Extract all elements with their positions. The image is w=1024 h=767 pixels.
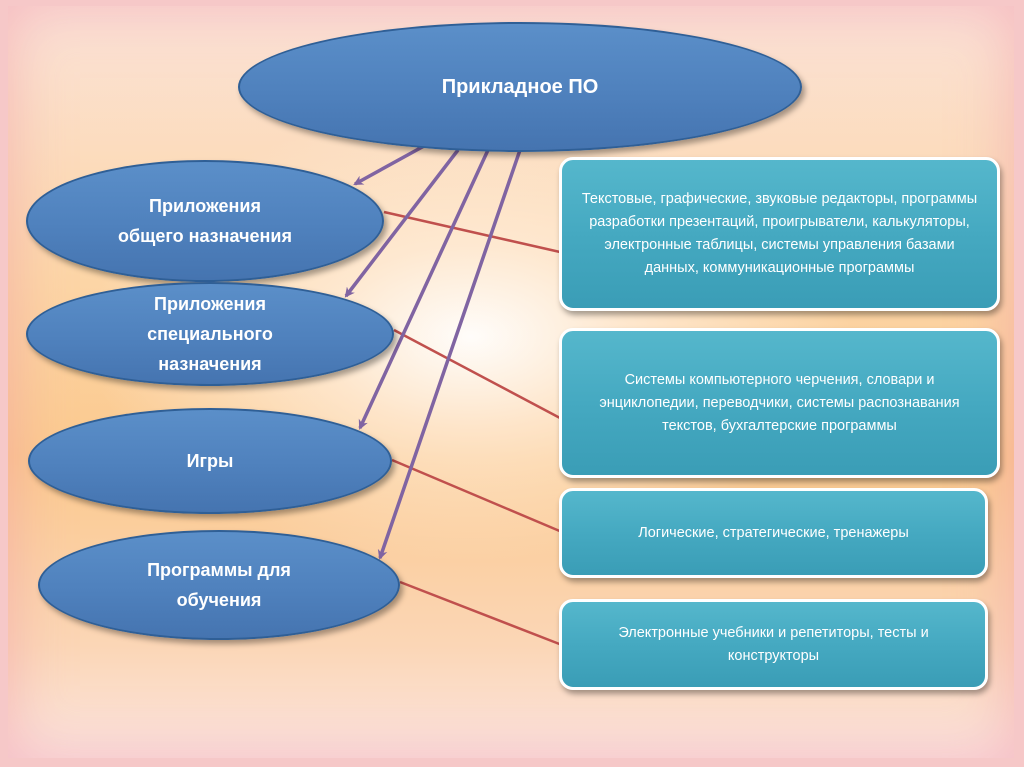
description-box-games: Логические, стратегические, тренажеры <box>559 488 988 578</box>
category-node-special: Приложения специального назначения <box>26 282 394 386</box>
description-box-special: Системы компьютерного черчения, словари … <box>559 328 1000 478</box>
category-label: Игры <box>186 451 234 471</box>
description-box-education: Электронные учебники и репетиторы, тесты… <box>559 599 988 690</box>
description-text: Системы компьютерного черчения, словари … <box>599 371 960 434</box>
category-label: Программы для обучения <box>147 560 291 610</box>
category-node-games: Игры <box>28 408 392 514</box>
description-text: Текстовые, графические, звуковые редакто… <box>581 191 978 276</box>
category-label: Приложения специального назначения <box>147 294 273 374</box>
root-node: Прикладное ПО <box>238 22 802 152</box>
category-node-general: Приложения общего назначения <box>26 160 384 282</box>
description-box-general: Текстовые, графические, звуковые редакто… <box>559 157 1000 311</box>
category-label: Приложения общего назначения <box>118 196 292 246</box>
category-node-education: Программы для обучения <box>38 530 400 640</box>
description-text: Логические, стратегические, тренажеры <box>638 524 909 541</box>
description-text: Электронные учебники и репетиторы, тесты… <box>618 624 929 664</box>
root-node-label: Прикладное ПО <box>441 76 599 98</box>
